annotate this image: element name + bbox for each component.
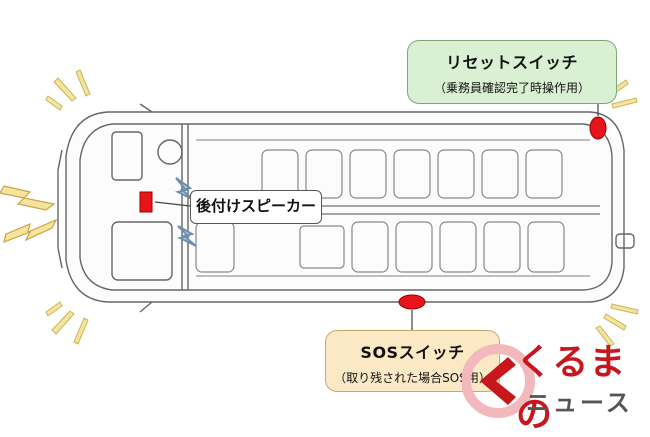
sos-switch-subtitle: （取り残された場合SOS用） — [334, 371, 491, 385]
speaker-icon — [139, 191, 153, 213]
reset-switch-callout: リセットスイッチ （乗務員確認完了時操作用） — [407, 40, 617, 104]
sound-wave-icon — [0, 185, 58, 243]
seat-rows — [195, 149, 565, 273]
sos-switch-title: SOSスイッチ — [360, 343, 465, 362]
reset-switch-marker — [589, 116, 607, 140]
logo-mark-icon — [462, 344, 535, 418]
sos-switch-marker — [398, 294, 426, 310]
kurumano-news-logo: くるまの ニュース — [462, 325, 648, 435]
logo-text-primary: くるまの — [516, 342, 627, 435]
speaker-callout: 後付けスピーカー — [190, 190, 322, 224]
reset-switch-title: リセットスイッチ — [445, 53, 578, 72]
logo-text-secondary: ニュース — [526, 389, 633, 417]
reset-switch-subtitle: （乗務員確認完了時操作用） — [433, 81, 590, 95]
